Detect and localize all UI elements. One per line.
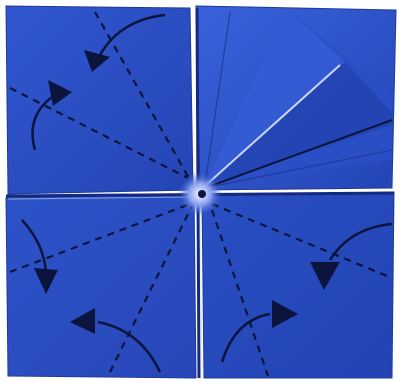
quadrant-bottom-left (6, 194, 196, 378)
quadrant-top-left (6, 6, 193, 194)
quadrant-bottom-right (202, 192, 394, 378)
quadrant-top-right (196, 6, 396, 190)
